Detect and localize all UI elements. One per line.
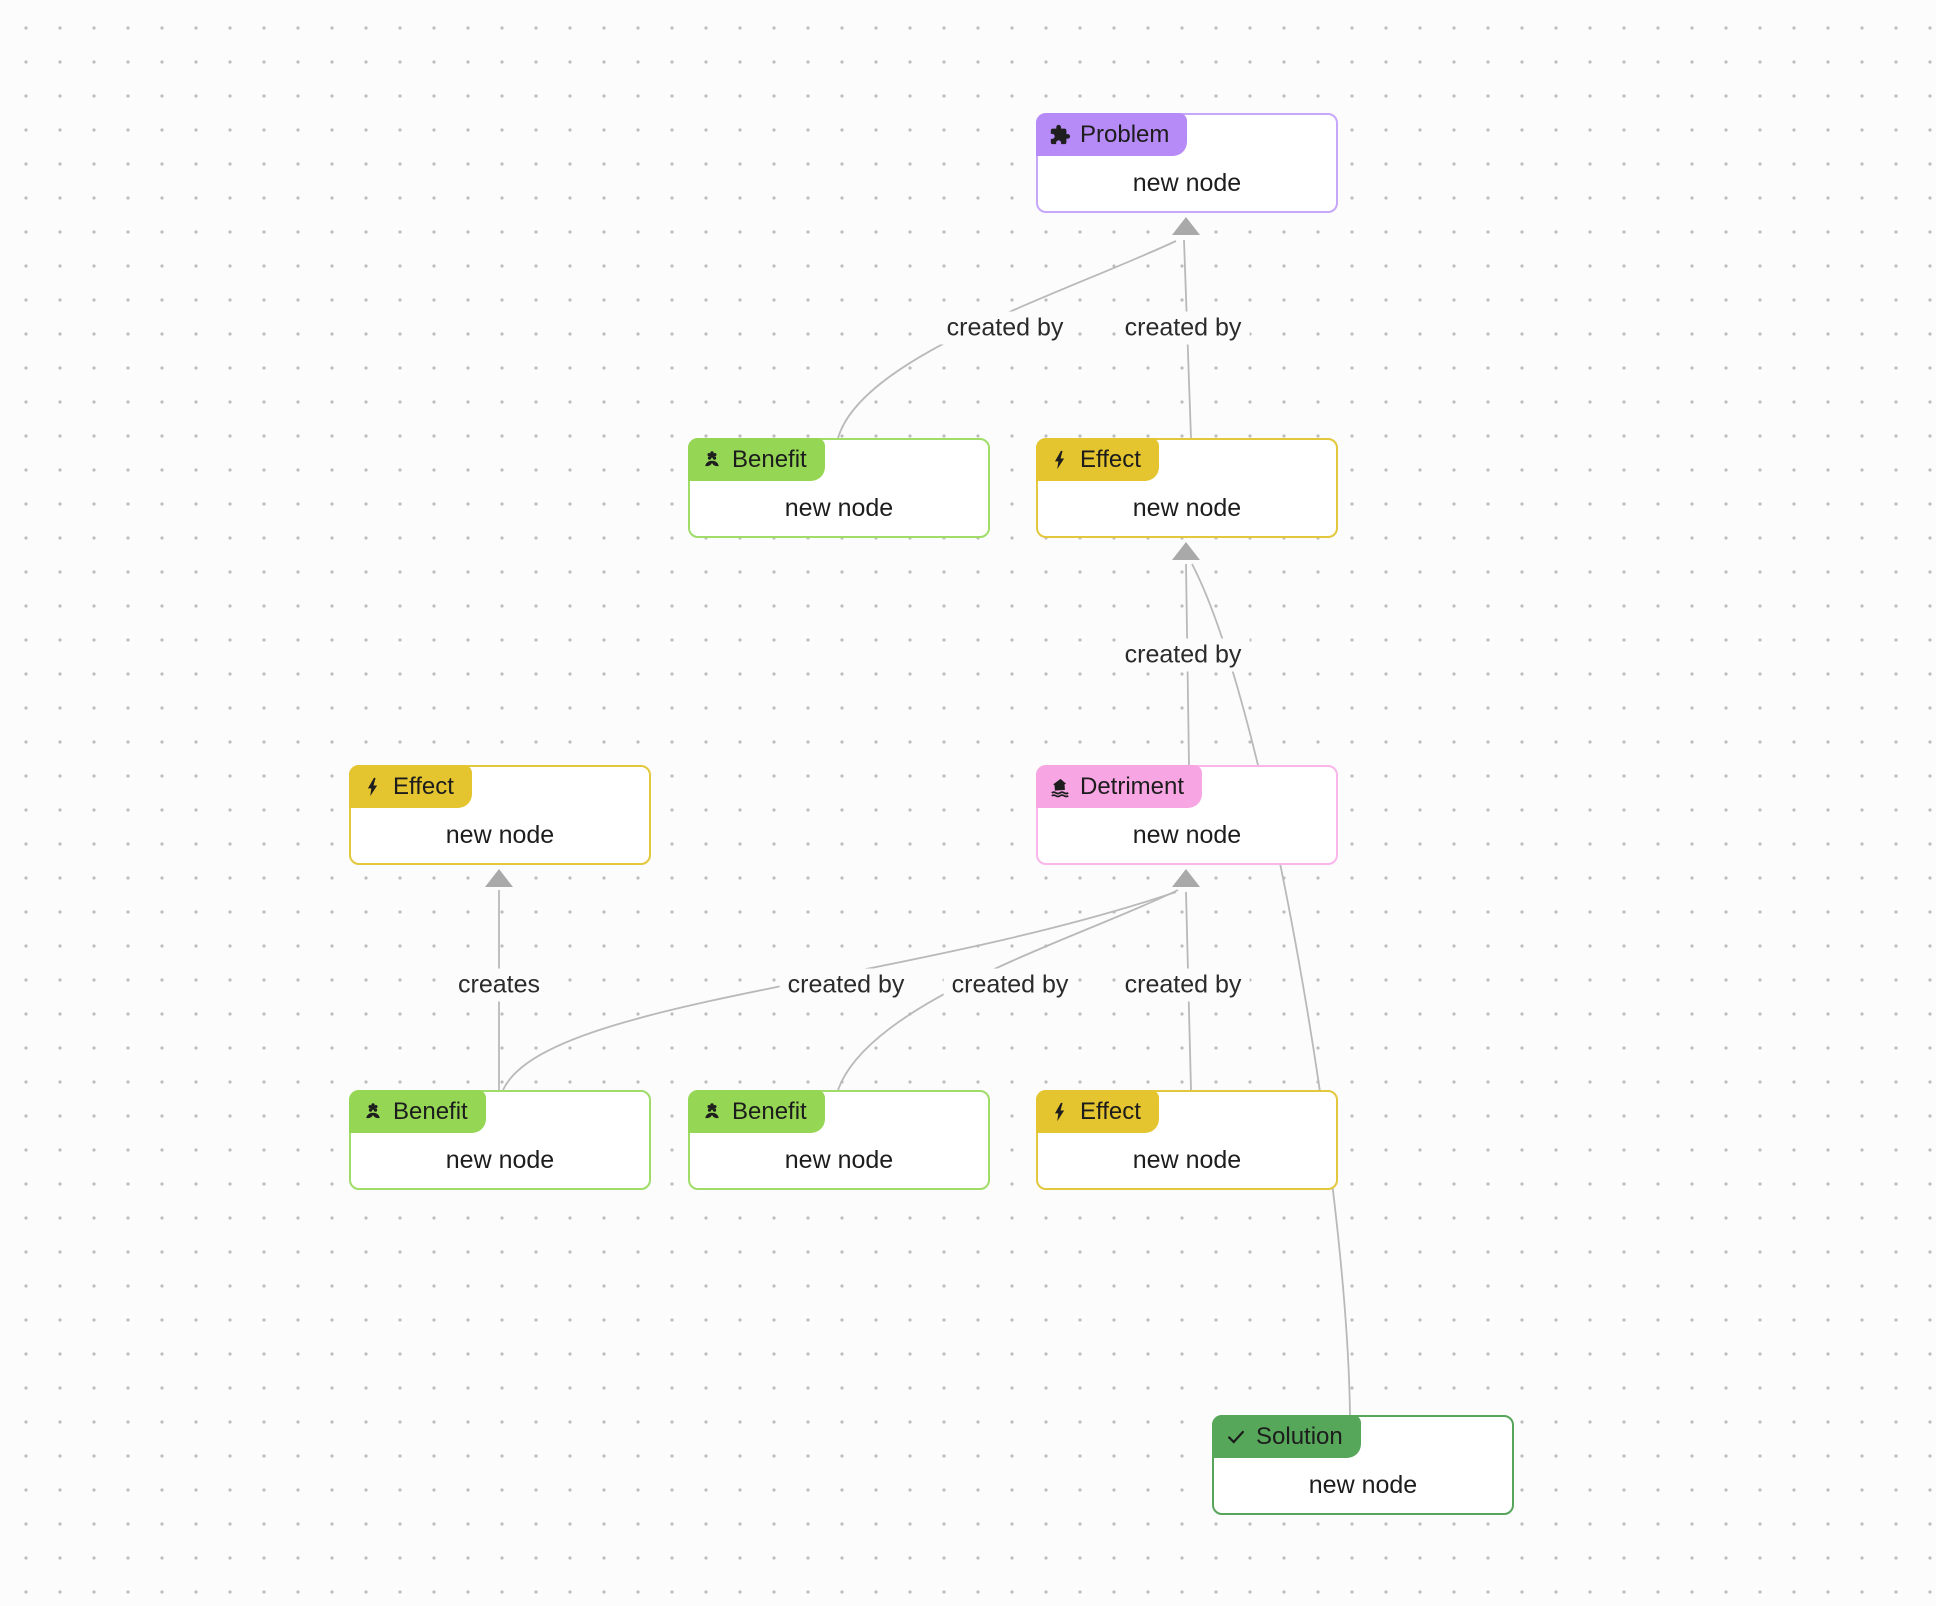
edge-label-created-by[interactable]: created by <box>1116 968 1250 1002</box>
node-title: new node <box>445 1146 555 1174</box>
node-title: new node <box>784 1146 894 1174</box>
arrowhead-into-effect-left <box>485 869 513 887</box>
node-benefit-lower-left[interactable]: Benefit new node <box>349 1090 651 1190</box>
arrowhead-into-detriment <box>1172 869 1200 887</box>
node-title: new node <box>1132 169 1242 197</box>
flower-icon <box>362 1101 384 1123</box>
node-title: new node <box>1132 494 1242 522</box>
node-type-badge: Benefit <box>349 1090 486 1133</box>
node-type-label: Detriment <box>1080 772 1185 800</box>
edge-label-created-by[interactable]: created by <box>938 311 1072 345</box>
node-type-label: Benefit <box>732 445 807 473</box>
node-title: new node <box>1308 1471 1418 1499</box>
arrowhead-into-effect-upper <box>1172 542 1200 560</box>
node-type-badge: Detriment <box>1036 765 1203 808</box>
node-title: new node <box>784 494 894 522</box>
node-type-badge: Effect <box>349 765 472 808</box>
node-type-label: Effect <box>1080 1097 1141 1125</box>
node-title: new node <box>1132 821 1242 849</box>
node-type-badge: Benefit <box>688 1090 825 1133</box>
node-type-badge: Problem <box>1036 113 1188 156</box>
node-type-label: Problem <box>1080 120 1170 148</box>
node-type-label: Effect <box>1080 445 1141 473</box>
node-effect-lower[interactable]: Effect new node <box>1036 1090 1338 1190</box>
edge-label-created-by[interactable]: created by <box>779 968 913 1002</box>
node-title: new node <box>1132 1146 1242 1174</box>
node-type-badge: Effect <box>1036 438 1159 481</box>
node-type-label: Solution <box>1256 1422 1343 1450</box>
arrowhead-into-problem <box>1172 217 1200 235</box>
node-problem[interactable]: Problem new node <box>1036 113 1338 213</box>
node-type-badge: Solution <box>1212 1415 1361 1458</box>
edge-label-created-by[interactable]: created by <box>1116 638 1250 672</box>
edge-label-created-by[interactable]: created by <box>943 968 1077 1002</box>
node-title: new node <box>445 821 555 849</box>
edge-benefit-lower-left-to-detriment[interactable] <box>502 891 1177 1091</box>
node-type-label: Benefit <box>732 1097 807 1125</box>
flower-icon <box>701 1101 723 1123</box>
check-icon <box>1225 1426 1247 1448</box>
node-type-badge: Benefit <box>688 438 825 481</box>
lightning-icon <box>1049 1101 1071 1123</box>
node-solution[interactable]: Solution new node <box>1212 1415 1514 1515</box>
node-type-badge: Effect <box>1036 1090 1159 1133</box>
lightning-icon <box>1049 449 1071 471</box>
edge-label-created-by[interactable]: created by <box>1116 311 1250 345</box>
flood-icon <box>1049 776 1071 798</box>
node-benefit-lower-middle[interactable]: Benefit new node <box>688 1090 990 1190</box>
lightning-icon <box>362 776 384 798</box>
node-type-label: Benefit <box>393 1097 468 1125</box>
node-detriment[interactable]: Detriment new node <box>1036 765 1338 865</box>
node-effect-upper[interactable]: Effect new node <box>1036 438 1338 538</box>
flower-icon <box>701 449 723 471</box>
node-type-label: Effect <box>393 772 454 800</box>
node-benefit-upper[interactable]: Benefit new node <box>688 438 990 538</box>
node-effect-left[interactable]: Effect new node <box>349 765 651 865</box>
edge-label-creates[interactable]: creates <box>450 968 548 1002</box>
puzzle-icon <box>1049 124 1071 146</box>
